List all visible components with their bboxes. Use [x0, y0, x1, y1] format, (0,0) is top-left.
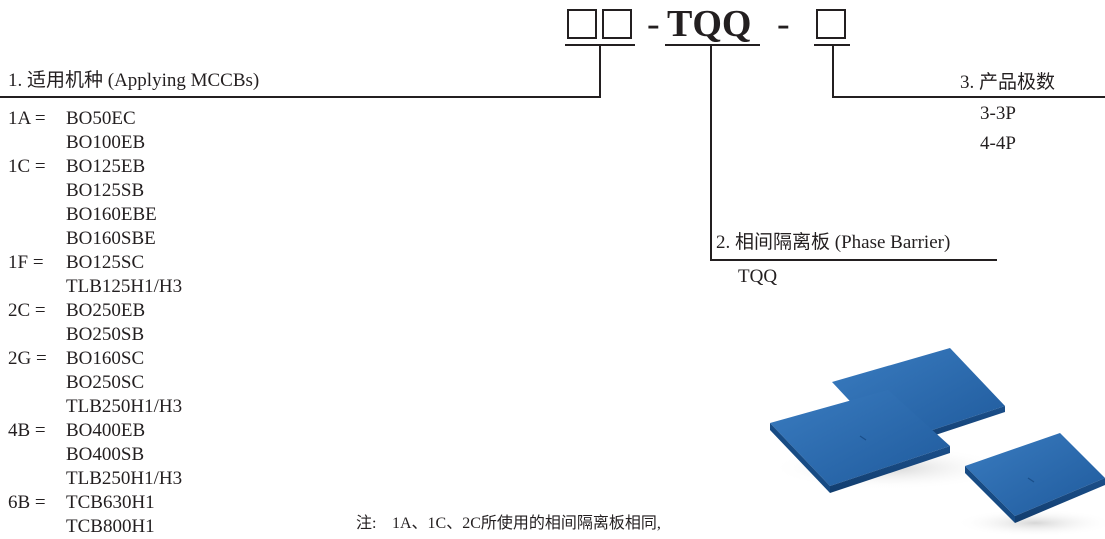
- group-code-1c: 1C =: [8, 156, 46, 177]
- code-dash-1: -: [647, 3, 660, 45]
- leader-3-vertical: [832, 44, 834, 97]
- barrier-plate-middle: [770, 390, 950, 493]
- code-box-1: [567, 9, 597, 39]
- group-code-4b: 4B =: [8, 420, 46, 441]
- model-tlb250h1-h3-b: TLB250H1/H3: [66, 468, 183, 489]
- note-text: 1A、1C、2C所使用的相间隔离板相同,: [392, 515, 661, 532]
- model-tlb125h1-h3: TLB125H1/H3: [66, 276, 183, 297]
- model-bo160ebe: BO160EBE: [66, 204, 157, 225]
- model-bo160sbe: BO160SBE: [66, 228, 156, 249]
- code-box-3: [816, 9, 846, 39]
- leader-1-vertical: [599, 44, 601, 97]
- section-3-value-4p: 4-4P: [980, 133, 1016, 154]
- model-bo160sc: BO160SC: [66, 348, 145, 369]
- phase-barrier-image: [770, 348, 1105, 537]
- section-2-value: TQQ: [738, 266, 778, 287]
- model-bo250sc: BO250SC: [66, 372, 145, 393]
- model-bo125sb: BO125SB: [66, 180, 145, 201]
- model-bo125eb: BO125EB: [66, 156, 146, 177]
- model-tlb250h1-h3-a: TLB250H1/H3: [66, 396, 183, 417]
- leader-2-horizontal: [710, 259, 997, 261]
- note-label: 注:: [356, 515, 377, 532]
- leader-3-horizontal: [832, 96, 1105, 98]
- leader-2-vertical: [710, 44, 712, 260]
- model-bo250sb: BO250SB: [66, 324, 145, 345]
- code-tqq: TQQ: [667, 3, 752, 45]
- section-2-title: 2. 相间隔离板 (Phase Barrier): [716, 232, 951, 253]
- code-underline-2: [665, 44, 760, 46]
- barrier-plate-front: [955, 433, 1105, 537]
- model-tcb800h1: TCB800H1: [66, 516, 155, 537]
- model-bo100eb: BO100EB: [66, 132, 146, 153]
- code-box-2: [602, 9, 632, 39]
- code-dash-2: -: [777, 3, 790, 45]
- section-3-value-3p: 3-3P: [980, 103, 1016, 124]
- section-1-title: 1. 适用机种 (Applying MCCBs): [8, 70, 260, 91]
- model-tcb630h1: TCB630H1: [66, 492, 155, 513]
- model-bo400eb: BO400EB: [66, 420, 146, 441]
- model-bo125sc: BO125SC: [66, 252, 145, 273]
- leader-1-horizontal: [0, 96, 601, 98]
- model-bo400sb: BO400SB: [66, 444, 145, 465]
- group-code-1a: 1A =: [8, 108, 46, 129]
- group-code-6b: 6B =: [8, 492, 46, 513]
- group-code-1f: 1F =: [8, 252, 44, 273]
- group-code-2g: 2G =: [8, 348, 47, 369]
- group-code-2c: 2C =: [8, 300, 46, 321]
- model-bo250eb: BO250EB: [66, 300, 146, 321]
- section-3-title: 3. 产品极数: [960, 72, 1056, 93]
- model-bo50ec: BO50EC: [66, 108, 136, 129]
